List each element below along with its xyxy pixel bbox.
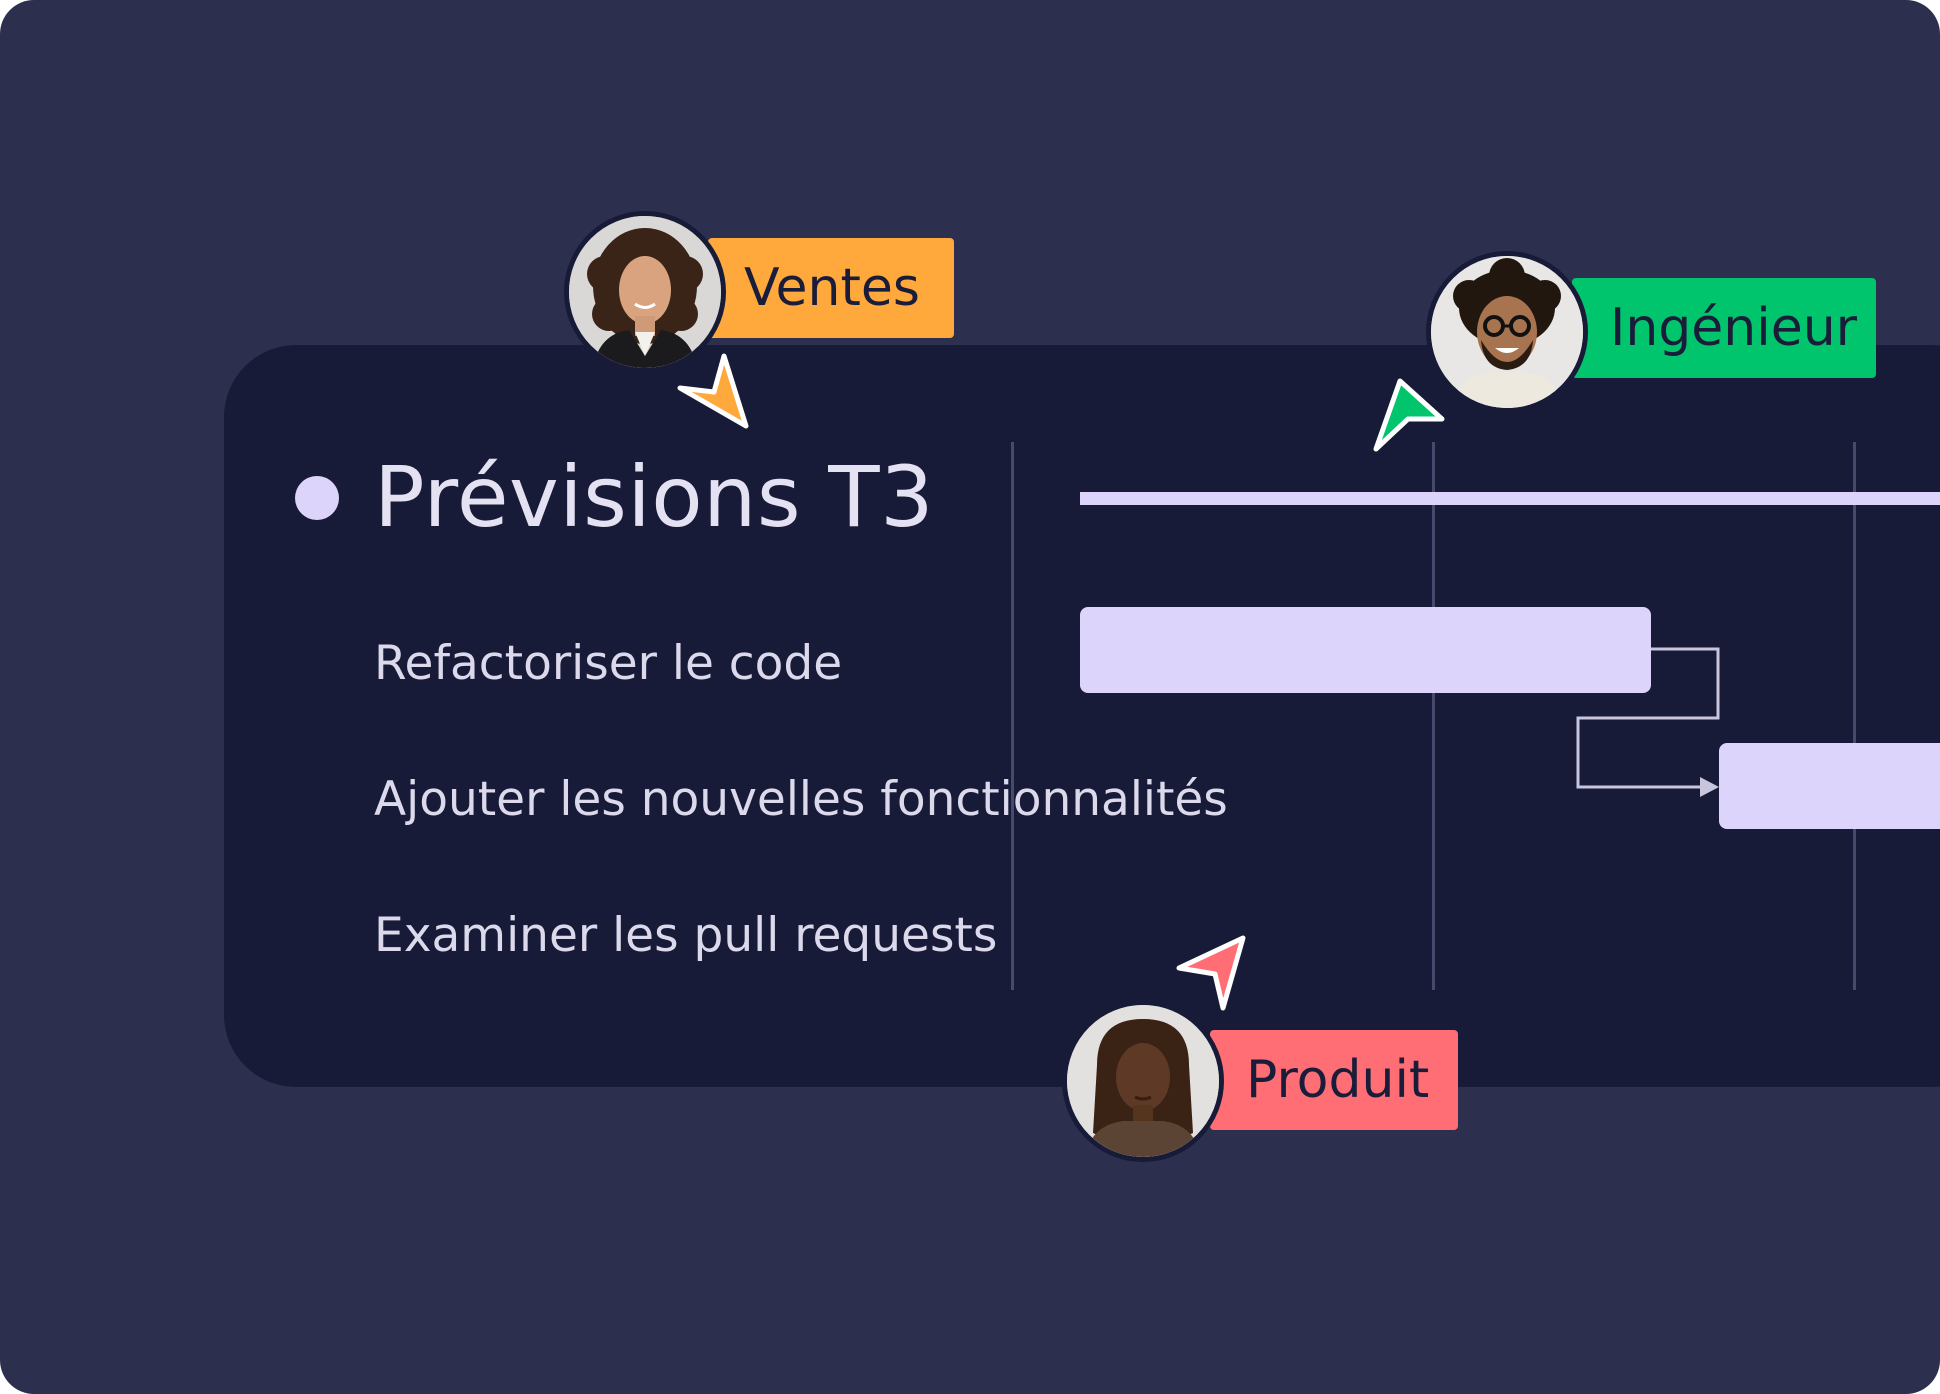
- collaborator-tag-produit: Produit: [1210, 1030, 1458, 1130]
- project-timeline-bar[interactable]: [1080, 492, 1940, 505]
- woman-curly-hair-avatar[interactable]: [564, 211, 726, 373]
- timeline-gridline: [1853, 442, 1856, 990]
- collaborator-tag-ingenieur: Ingénieur: [1572, 278, 1876, 378]
- task-bar-new-features[interactable]: [1719, 743, 1940, 829]
- collaborator-tag-ventes: Ventes: [708, 238, 954, 338]
- task-label-refactor[interactable]: Refactoriser le code: [374, 636, 843, 691]
- timeline-gridline: [1011, 442, 1014, 990]
- cursor-arrow-icon: [677, 353, 749, 429]
- woman-long-hair-avatar[interactable]: [1062, 1000, 1224, 1162]
- project-status-dot: [295, 476, 339, 520]
- task-label-new-features[interactable]: Ajouter les nouvelles fonctionnalités: [374, 772, 1228, 827]
- task-label-review-prs[interactable]: Examiner les pull requests: [374, 908, 998, 963]
- task-bar-refactor[interactable]: [1080, 607, 1651, 693]
- gantt-panel: [224, 345, 1940, 1087]
- cursor-arrow-icon: [1176, 935, 1246, 1011]
- timeline-gridline: [1432, 442, 1435, 990]
- project-title[interactable]: Prévisions T3: [374, 448, 935, 546]
- man-glasses-avatar[interactable]: [1426, 251, 1588, 413]
- cursor-arrow-icon: [1373, 378, 1445, 452]
